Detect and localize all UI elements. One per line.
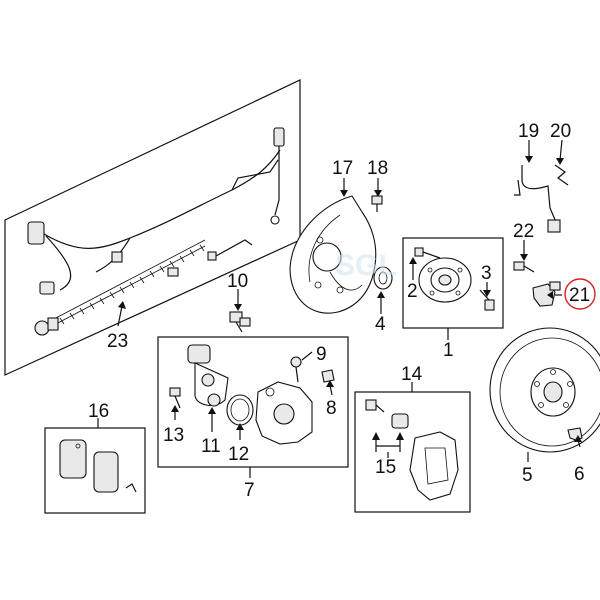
harness-plug [39, 281, 55, 295]
wiring-harness-group [4, 79, 301, 376]
callout-8: 8 [326, 398, 337, 419]
carrier-group [354, 391, 471, 513]
hub-frame [402, 237, 504, 329]
bolt-13 [169, 387, 181, 397]
harness-connector [27, 221, 45, 245]
callout-7: 7 [244, 480, 255, 501]
disc-group [489, 327, 600, 453]
backing-plate-group [289, 195, 383, 314]
brake-pads-group [44, 427, 146, 514]
bolt-22 [513, 261, 525, 271]
callout-2: 2 [407, 281, 418, 302]
callout-5: 5 [522, 465, 533, 486]
caliper-carrier [409, 431, 459, 501]
guide-pin [365, 399, 377, 411]
callout-23: 23 [107, 331, 128, 352]
bolt-18 [371, 195, 383, 205]
callout-13: 13 [163, 425, 184, 446]
hub-seal [373, 266, 393, 290]
callout-20: 20 [550, 121, 571, 142]
callout-labels: 17 18 19 20 22 21 10 2 3 4 1 23 9 8 13 1… [88, 121, 590, 501]
pads-frame [44, 427, 146, 514]
brake-pad-right [93, 451, 119, 493]
bleeder-cap [290, 356, 302, 368]
callout-12: 12 [228, 444, 249, 465]
caliper-actuator [187, 344, 211, 364]
callout-3: 3 [481, 263, 492, 284]
harness-frame [4, 79, 301, 376]
bleeder-screw [321, 369, 335, 383]
callout-19: 19 [518, 121, 539, 142]
brake-hose-group [514, 164, 569, 233]
callout-15: 15 [375, 457, 396, 478]
brake-pad-left [59, 439, 87, 479]
caliper-group [157, 336, 349, 468]
sensor-group [513, 261, 561, 307]
callout-18: 18 [367, 158, 388, 179]
callout-17: 17 [332, 158, 353, 179]
callout-16: 16 [88, 401, 109, 422]
hub-group [373, 237, 504, 329]
callout-21: 21 [569, 285, 590, 306]
callout-14: 14 [401, 364, 423, 385]
callout-22: 22 [513, 221, 534, 242]
harness-sensor [273, 127, 285, 147]
disc-screw [567, 427, 583, 441]
callout-6: 6 [574, 464, 585, 485]
callout-1: 1 [443, 340, 454, 361]
callout-21-highlight [564, 278, 596, 310]
harness-wire [43, 149, 281, 249]
watermark: SGL [335, 249, 397, 282]
callout-9: 9 [316, 344, 327, 365]
callout-10: 10 [227, 271, 248, 292]
callout-4: 4 [375, 314, 386, 335]
callout-11: 11 [201, 436, 221, 457]
hose-clip [554, 164, 569, 186]
brake-cable [51, 239, 206, 321]
bolt-10-group [229, 311, 251, 333]
caliper-frame [157, 336, 349, 468]
brake-hose [521, 165, 557, 223]
leader-lines [97, 139, 582, 478]
